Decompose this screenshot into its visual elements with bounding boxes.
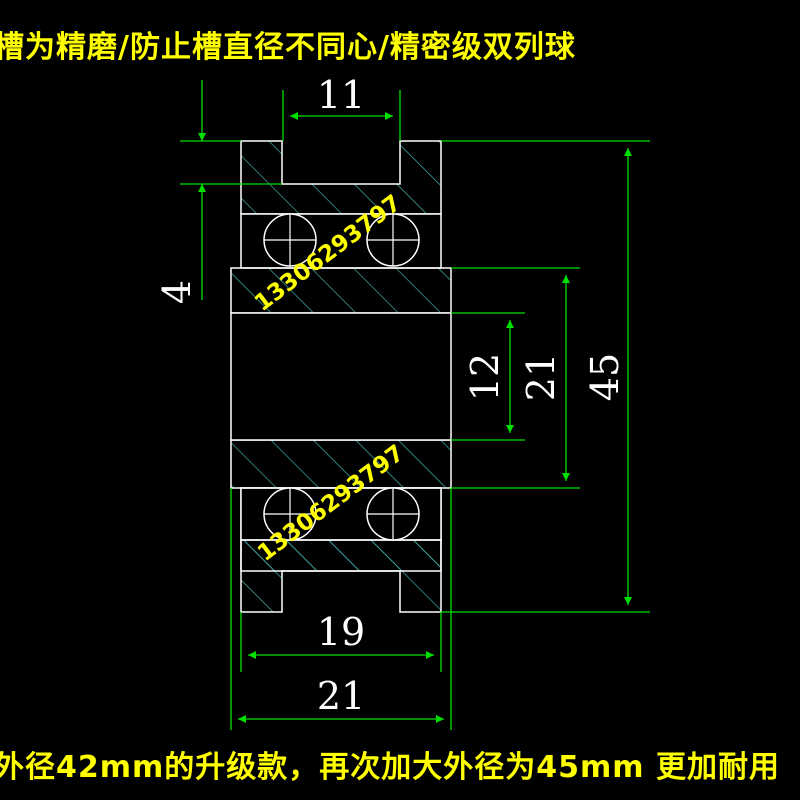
dimension-overall-width: [230, 488, 452, 730]
ball-top-right: [366, 213, 420, 267]
bottom-caption: 外径42mm的升级款，再次加大外径为45mm 更加耐用: [0, 750, 780, 785]
bore: [230, 312, 452, 441]
dimension-bore: [451, 312, 525, 441]
ball-bottom-right: [366, 487, 420, 541]
outer-ring-top: [240, 140, 442, 215]
dimension-inner-ring: [451, 267, 580, 489]
dimension-label-outer-ring-width: 19: [317, 610, 365, 654]
inner-ring-top: [230, 267, 452, 314]
retainer-bottom: [240, 539, 442, 572]
dimension-label-inner-ring: 21: [519, 353, 563, 401]
ball-bottom-left: [263, 487, 317, 541]
top-caption: 槽为精磨/防止槽直径不同心/精密级双列球: [0, 30, 576, 65]
ball-top-left: [263, 213, 317, 267]
dimension-outer-diameter: [441, 140, 650, 613]
dimension-label-groove-width: 11: [317, 73, 365, 117]
dimension-label-groove-depth: 4: [155, 280, 199, 304]
dimension-label-bore: 12: [463, 353, 507, 401]
dimension-label-outer-diameter: 45: [583, 353, 627, 401]
dimension-groove-depth: [180, 80, 282, 300]
dimension-label-overall-width: 21: [317, 674, 365, 718]
inner-ring-bottom: [230, 439, 452, 489]
dimension-outer-ring-width: [240, 612, 442, 672]
dimension-groove-width: [282, 90, 401, 141]
